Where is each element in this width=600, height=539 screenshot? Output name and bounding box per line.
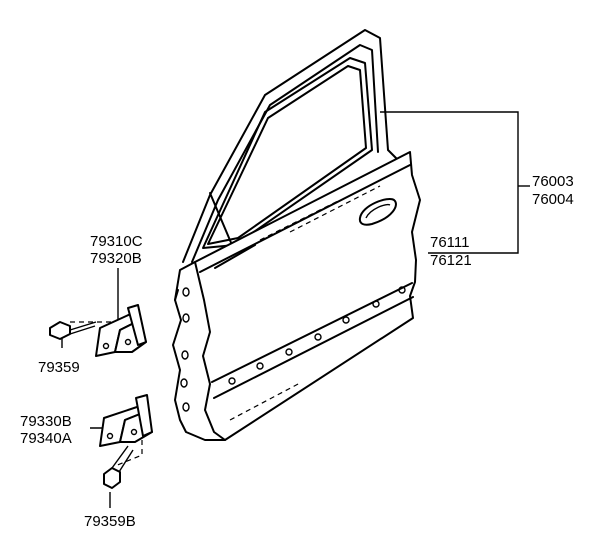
label-door-assembly-2: 76004 — [532, 191, 574, 208]
label-upper-hinge-2: 79320B — [90, 250, 142, 267]
lower-bolt — [103, 445, 134, 489]
door-window-frame — [182, 29, 401, 263]
label-lower-bolt: 79359B — [84, 513, 136, 530]
label-upper-hinge-1: 79310C — [90, 233, 143, 250]
lower-hinge — [99, 394, 153, 447]
door-body-moulding — [211, 282, 414, 399]
label-door-panel-2: 76121 — [430, 252, 472, 269]
door-panel — [172, 151, 421, 441]
door-side-holes — [180, 287, 190, 412]
upper-bolt — [49, 321, 97, 340]
part-labels: 76003 76004 76111 76121 79310C 79320B 79… — [20, 173, 574, 530]
label-upper-bolt: 79359 — [38, 359, 80, 376]
label-lower-hinge-2: 79340A — [20, 430, 72, 447]
door-handle — [358, 198, 397, 226]
label-lower-hinge-1: 79330B — [20, 413, 72, 430]
label-door-assembly-1: 76003 — [532, 173, 574, 190]
label-door-panel-1: 76111 — [430, 234, 470, 251]
upper-hinge — [95, 304, 147, 357]
